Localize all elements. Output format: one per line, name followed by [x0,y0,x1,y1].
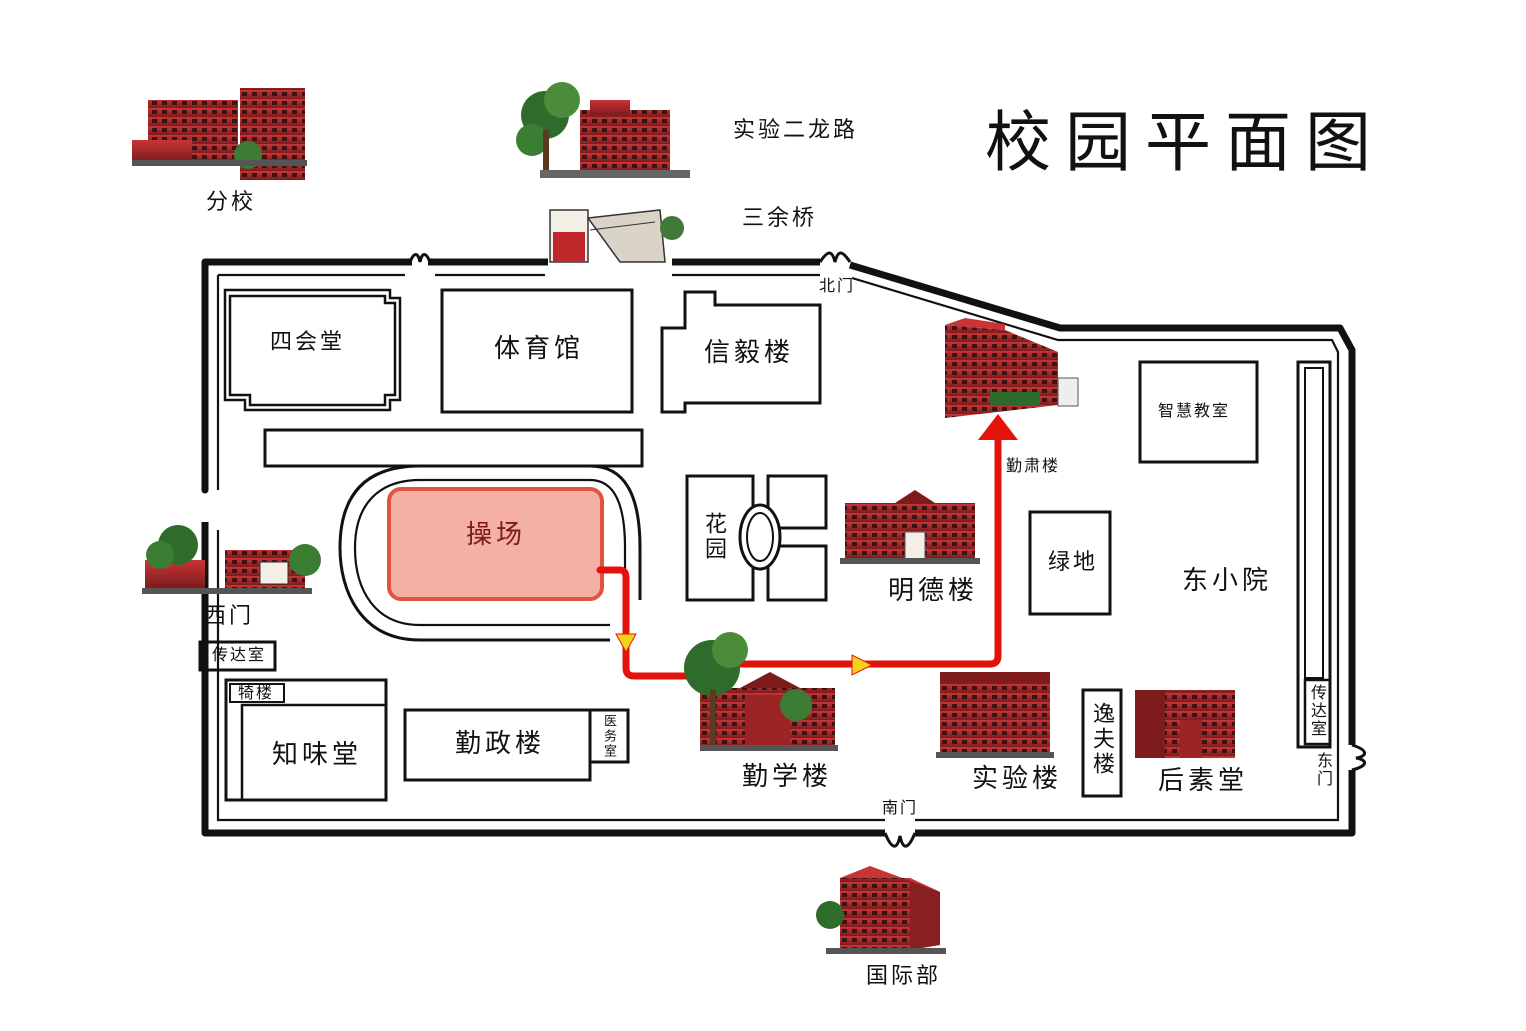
map-title: 校园平面图 [985,104,1385,181]
label-qinxue[interactable]: 勤学楼 [742,762,833,792]
garden-right-bottom [766,544,828,602]
smart-classroom-outline [1138,360,1259,464]
bridge-illustration [549,209,684,263]
west-guard-outline [198,640,277,672]
label-sihuitang[interactable]: 四会堂 [270,330,346,355]
international-illustration [816,866,946,954]
sihuitang-outline [223,288,402,412]
label-west-gate[interactable]: 西门 [204,604,255,629]
track-outer [338,464,642,642]
campus-wall-inner [216,273,1340,822]
label-international[interactable]: 国际部 [866,964,942,989]
housu-illustration [1135,690,1235,758]
label-jialou[interactable]: 犄楼 [238,683,275,702]
garden-fountain-inner [746,512,774,562]
south-gate-mark [883,832,917,848]
route-line [596,428,1002,680]
route-marker-down [615,633,637,654]
label-zhiwei[interactable]: 知味堂 [272,740,363,770]
zhiwei-outline [240,703,388,802]
label-mingde[interactable]: 明德楼 [888,576,979,606]
label-branch[interactable]: 分校 [206,190,257,215]
east-corridor-outer [1296,360,1332,749]
track-top-bar [263,428,644,468]
label-playground[interactable]: 操场 [466,520,527,550]
track-inner [353,478,627,627]
east-gate-mark [1351,743,1366,772]
yifu-outline [1081,688,1123,798]
label-yifu[interactable]: 逸夫楼 [1089,702,1114,777]
label-qinzheng[interactable]: 勤政楼 [455,729,546,759]
east-guard-outline [1303,678,1332,746]
north-gate-mark [818,251,852,263]
label-bridge: 三余桥 [742,206,818,231]
label-shiyan[interactable]: 实验楼 [972,764,1063,794]
qinxue-illustration [684,632,838,751]
gym-outline [440,288,634,414]
north-building-illustration [516,82,690,178]
label-north-road: 实验二龙路 [733,118,859,143]
label-greenland[interactable]: 绿地 [1048,550,1099,575]
route-marker-right [851,654,874,676]
label-smart-classroom[interactable]: 智慧教室 [1158,401,1231,420]
label-xinyi[interactable]: 信毅楼 [704,338,795,368]
playground-field[interactable] [387,487,604,601]
north-small-gate-mark [408,253,432,263]
garden-right-top [766,474,828,530]
clinic-outline [588,708,630,764]
label-east-gate[interactable]: 东门 [1314,752,1333,788]
mingde-illustration [840,490,980,564]
xinyi-outline [660,290,822,414]
campus-wall [201,258,1356,837]
label-east-yard[interactable]: 东小院 [1182,566,1273,596]
branch-building-illustration [132,88,307,180]
route-arrow-head [978,414,1018,440]
jialou-inner [229,683,285,703]
label-qinsu[interactable]: 勤肃楼 [1006,456,1061,475]
label-gym[interactable]: 体育馆 [494,334,585,364]
label-west-guard[interactable]: 传达室 [212,645,267,664]
west-gate-illustration [142,525,321,594]
greenland-outline [1028,510,1112,616]
qinsu-illustration [945,318,1079,418]
label-south-gate[interactable]: 南门 [882,798,919,817]
label-housu[interactable]: 后素堂 [1158,766,1249,796]
label-clinic[interactable]: 医务室 [601,714,616,759]
label-garden[interactable]: 花园 [701,512,726,562]
east-corridor-inner [1304,367,1324,679]
shiyan-illustration [936,672,1054,758]
label-east-guard[interactable]: 传达室 [1308,684,1327,738]
label-north-gate[interactable]: 北门 [819,276,856,295]
